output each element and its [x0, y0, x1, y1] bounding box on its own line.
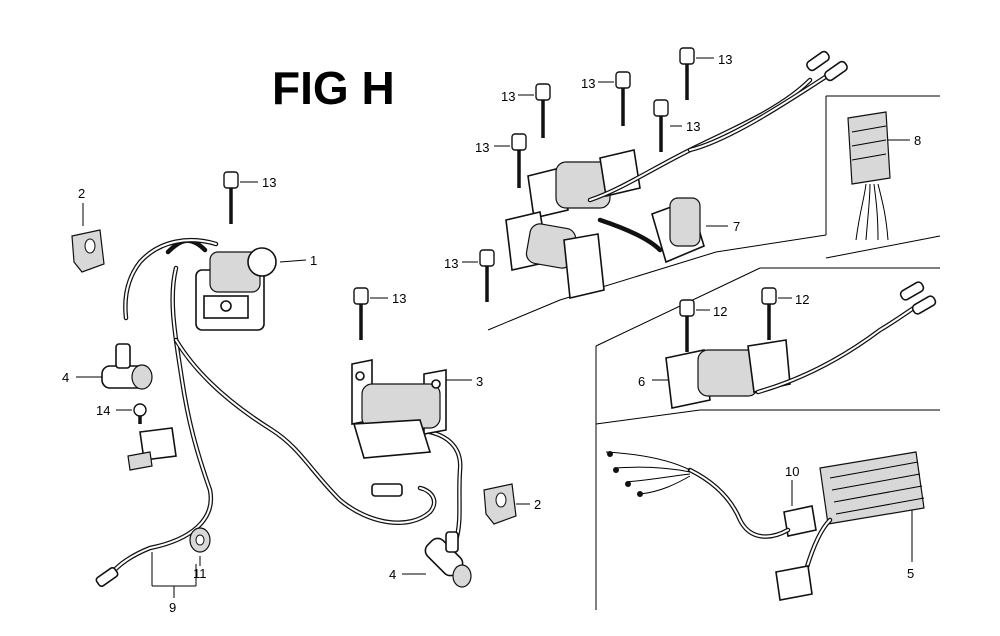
callout-3: 3: [476, 374, 483, 389]
bolt-part-13-e: [679, 47, 695, 100]
stator-coils-part-7: [505, 50, 848, 299]
plug-cap-part-4-right: [424, 531, 472, 588]
bolt-part-13-a: [223, 171, 239, 224]
bolt-part-14: [133, 403, 147, 424]
callout-11: 11: [193, 566, 207, 581]
bolt-part-13-h: [479, 249, 495, 302]
bolt-part-13-c: [535, 83, 551, 138]
bracket-part-9: [151, 552, 197, 598]
callout-13f: 13: [686, 119, 700, 134]
grommet-part-11: [189, 527, 211, 553]
callout-13a: 13: [262, 175, 276, 190]
callout-14: 14: [96, 403, 110, 418]
callout-4a: 4: [62, 370, 69, 385]
bolt-part-13-g: [511, 133, 527, 188]
callout-10: 10: [785, 464, 799, 479]
cap-part-2-right: [483, 483, 517, 525]
callout-13g: 13: [475, 140, 489, 155]
callout-2a: 2: [78, 186, 85, 201]
ignition-coil-part-1: [165, 238, 277, 331]
bolt-part-12-a: [679, 299, 695, 352]
bolt-part-13-d: [615, 71, 631, 126]
wiring-harness: [95, 237, 463, 588]
figure-title: FIG H: [272, 62, 395, 114]
regulator-part-8: [847, 111, 891, 241]
callout-8: 8: [914, 133, 921, 148]
callout-12a: 12: [713, 304, 727, 319]
callout-9: 9: [169, 600, 176, 615]
callout-4b: 4: [389, 567, 396, 582]
callout-1: 1: [310, 253, 317, 268]
ignition-coil-part-3: [351, 359, 447, 459]
callout-6: 6: [638, 374, 645, 389]
callout-12b: 12: [795, 292, 809, 307]
bolt-part-12-b: [761, 287, 777, 340]
bolt-part-13-b: [353, 287, 369, 340]
callout-13h: 13: [444, 256, 458, 271]
harness-connector: [127, 427, 177, 471]
callout-13e: 13: [718, 52, 732, 67]
callout-5: 5: [907, 566, 914, 581]
plug-cap-part-4-left: [101, 343, 153, 390]
callout-13d: 13: [581, 76, 595, 91]
charge-coil-part-6: [665, 281, 937, 409]
cap-part-2-left: [71, 229, 105, 273]
callout-13b: 13: [392, 291, 406, 306]
rectifier-part-5: [775, 451, 925, 601]
callout-13c: 13: [501, 89, 515, 104]
callout-7: 7: [733, 219, 740, 234]
callout-2b: 2: [534, 497, 541, 512]
bolt-part-13-f: [653, 99, 669, 152]
connector-part-10: [605, 451, 817, 539]
